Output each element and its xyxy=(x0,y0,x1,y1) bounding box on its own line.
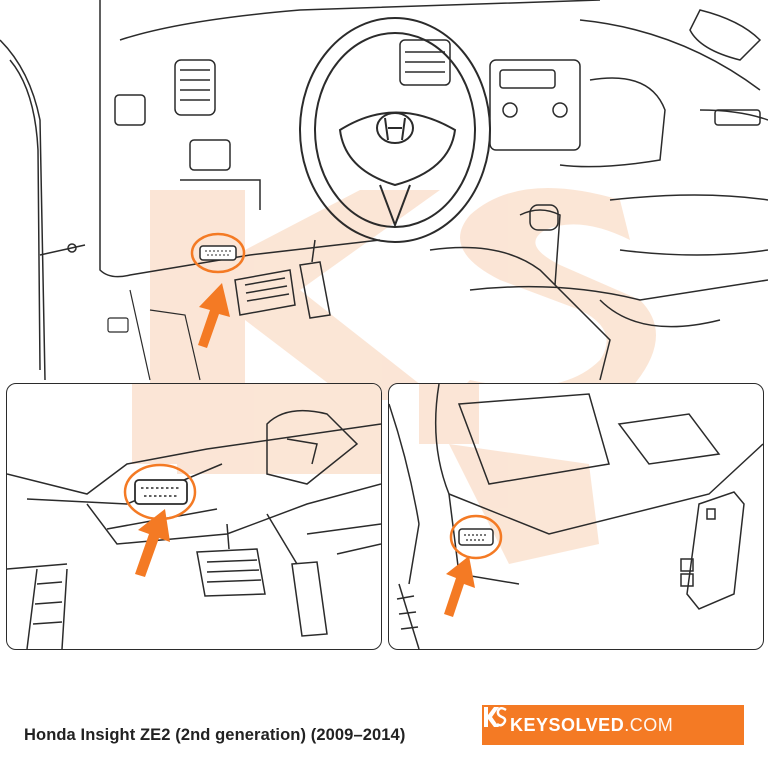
main-obd-callout xyxy=(190,232,246,348)
door-frame xyxy=(0,39,86,381)
arrow-icon xyxy=(444,556,475,617)
dashboard xyxy=(99,0,768,278)
obd-port-icon xyxy=(458,528,494,546)
accelerator-pedal xyxy=(266,513,381,637)
brand-name-bold: KEYSOLVED xyxy=(510,714,625,735)
main-view-illustration xyxy=(0,0,768,400)
brand-badge: KEYSOLVED.COM xyxy=(482,705,744,745)
fuse-cover xyxy=(680,491,745,610)
right-obd-callout xyxy=(444,514,503,617)
ks-logo-icon xyxy=(484,707,507,727)
brand-name: KEYSOLVED.COM xyxy=(510,715,673,736)
obd-port-icon xyxy=(134,479,188,505)
pedals xyxy=(234,239,331,319)
brand-name-light: .COM xyxy=(624,714,674,735)
brake-pedal xyxy=(196,523,266,597)
left-obd-callout xyxy=(123,463,197,577)
arrow-icon xyxy=(135,509,170,577)
obd-port-icon xyxy=(199,245,237,261)
center-console xyxy=(429,194,768,381)
watermark-logo xyxy=(132,384,381,474)
watermark-logo xyxy=(150,188,656,400)
watermark-logo xyxy=(419,384,599,564)
close-up-left-illustration xyxy=(7,384,381,649)
close-up-left-panel xyxy=(6,383,382,650)
close-up-right-illustration xyxy=(389,384,763,649)
vehicle-caption: Honda Insight ZE2 (2nd generation) (2009… xyxy=(24,726,406,744)
close-up-right-panel xyxy=(388,383,764,650)
floor-area xyxy=(107,289,201,381)
arrow-icon xyxy=(198,283,230,348)
steering-wheel xyxy=(299,17,491,243)
